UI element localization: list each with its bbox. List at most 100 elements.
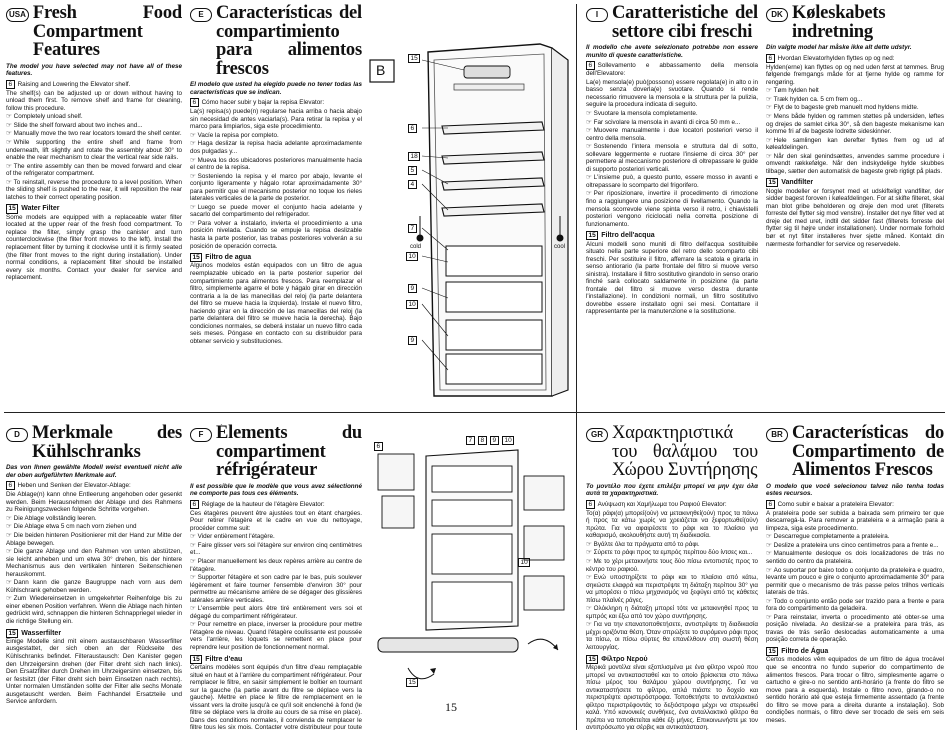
step: Placer manuellement les deux repères arr… xyxy=(190,558,362,573)
item-number: 15 xyxy=(6,204,19,214)
item-heading: Wasserfilter xyxy=(21,629,62,637)
item-number: 6 xyxy=(766,53,775,63)
section-intro: Το μοντέλο που έχετε επιλέξει μπορεί να … xyxy=(586,482,758,498)
callout-15: 15 xyxy=(408,54,421,64)
step: Muovere manualmente i due locatori poste… xyxy=(586,127,758,142)
callout-10: 10 xyxy=(518,558,531,568)
step: Pour remettre en place, inverser la proc… xyxy=(190,621,362,651)
item-number: 6 xyxy=(586,499,595,509)
callout-4: 4 xyxy=(408,180,417,190)
section-title: Køleskabets indretning xyxy=(792,4,886,42)
step: Die Ablage etwa 5 cm nach vorn ziehen un… xyxy=(6,523,182,531)
step: Flyt de to bageste greb manuelt mod hyld… xyxy=(766,104,944,112)
step: Die beiden hinteren Positionierer mit de… xyxy=(6,532,182,547)
paragraph: Einige Modelle sind mit einem austauschb… xyxy=(6,637,182,706)
step: L'ensemble peut alors être tiré entièrem… xyxy=(190,605,362,620)
item-number: 6 xyxy=(6,79,15,89)
step: L'insieme può, a questo punto, essere mo… xyxy=(586,174,758,189)
step: Die ganze Ablage und den Rahmen von unte… xyxy=(6,548,182,578)
step: Manualmente desloque os dois localizador… xyxy=(766,550,944,565)
section-intro: Das von Ihnen gewählte Modell weist even… xyxy=(6,464,182,479)
step: Completely unload shelf. xyxy=(6,113,182,121)
step: Ao suportar por baixo todo o conjunto da… xyxy=(766,567,944,597)
callout-8: 8 xyxy=(478,436,487,446)
step: Descarregue completamente a prateleira. xyxy=(766,533,944,541)
language-badge: E xyxy=(190,8,212,22)
item-heading: Water Filter xyxy=(21,205,60,213)
paragraph: Μερικά μοντέλα είναι εξοπλισμένα με ένα … xyxy=(586,663,758,730)
callout-15: 15 xyxy=(406,678,419,688)
step: To reinstall, reverse the procedure to a… xyxy=(6,179,182,202)
item-number: 6 xyxy=(766,499,775,509)
paragraph: Hylden(erne) kan flyttes op og ned uden … xyxy=(766,63,944,86)
callout-6: 6 xyxy=(374,442,383,452)
step: Die Ablage vollständig leeren. xyxy=(6,515,182,523)
callout-9: 9 xyxy=(490,436,499,446)
cold-label: cold xyxy=(410,244,422,250)
language-badge: F xyxy=(190,428,212,442)
item-heading: Raising and Lowering the Elevator shelf. xyxy=(17,80,131,88)
step: Tøm hylden helt xyxy=(766,87,944,95)
item-number: 6 xyxy=(586,61,595,71)
step: Slide the shelf forward about two inches… xyxy=(6,122,182,130)
section-greek: GR Χαρακτηριστικά του θαλάμου του Χώρου Σ… xyxy=(586,424,758,730)
diagram-box-label: B xyxy=(376,62,386,78)
item-number: 6 xyxy=(190,98,199,108)
step: Σύρετε το ράφι προς τα εμπρός περίπου δύ… xyxy=(586,549,758,557)
paragraph: Algunos modelos están equipados con un f… xyxy=(190,262,362,345)
item-number: 15 xyxy=(586,654,599,664)
step: Mueva los dos ubicadores posteriores man… xyxy=(190,157,362,172)
step: Sostenendo l'intera mensola e struttura … xyxy=(586,143,758,173)
step: Βγάλτε όλα τα πράγματα από το ράφι. xyxy=(586,541,758,549)
step: Faire glisser vers soi l'étagère sur env… xyxy=(190,542,362,557)
fold-divider xyxy=(576,4,577,730)
paragraph: Some models are equipped with a replacea… xyxy=(6,213,182,282)
item-heading: Como subir e baixar a prateleira Elevato… xyxy=(777,500,894,508)
item-heading: Cómo hacer subir y bajar la repisa Eleva… xyxy=(201,99,325,107)
section-title: Χαρακτηριστικά του θαλάμου του Χώρου Συν… xyxy=(612,424,758,480)
paragraph: Ces étagères peuvent être ajustées tout … xyxy=(190,509,362,532)
item-heading: Ανύψωση και Χαμήλωμα του Ραφιού Elevator… xyxy=(597,500,727,508)
section-intro: Il modello che avete selezionato potrebb… xyxy=(586,44,758,59)
paragraph: Die Ablage(n) kann ohne Entleerung angeh… xyxy=(6,491,182,514)
section-spanish: E Características del compartimiento para… xyxy=(190,4,362,360)
item-heading: Filtre d'eau xyxy=(205,655,243,663)
language-badge: GR xyxy=(586,428,608,442)
item-number: 6 xyxy=(6,481,15,491)
callout-9: 9 xyxy=(408,284,417,294)
item-heading: Filtro de agua xyxy=(205,254,252,262)
item-number: 15 xyxy=(766,178,779,188)
item-heading: Φίλτρο Νερού xyxy=(601,655,648,663)
cool-label: cool xyxy=(554,244,566,250)
callout-5: 5 xyxy=(408,166,417,176)
step: While supporting the entire shelf and fr… xyxy=(6,139,182,162)
step: Vider entièrement l'étagère. xyxy=(190,533,362,541)
item-heading: Heben und Senken der Elevator-Ablage: xyxy=(17,482,131,490)
callout-6: 6 xyxy=(408,124,417,134)
paragraph: A prateleira pode ser subida a baixada s… xyxy=(766,509,944,532)
refrigerator-illustration xyxy=(369,43,569,397)
step: Per riposizionare, invertire il procedim… xyxy=(586,190,758,228)
step: Todo o conjunto então pode ser trazido p… xyxy=(766,598,944,613)
language-badge: BR xyxy=(766,428,788,442)
paragraph: Certos modelos vêm equipados de um filtr… xyxy=(766,656,944,724)
callout-10: 10 xyxy=(406,300,419,310)
step: Dann kann die ganze Baugruppe nach vorn … xyxy=(6,579,182,594)
item-heading: Filtro dell'acqua xyxy=(601,232,655,240)
paragraph: Nogle modeller er forsynet med et udskif… xyxy=(766,187,944,248)
section-intro: The model you have selected may not have… xyxy=(6,62,182,78)
step: Luego se puede mover el conjunto hacia a… xyxy=(190,204,362,219)
callout-9: 9 xyxy=(408,336,417,346)
section-intro: Din valgte model har måske ikke alt dett… xyxy=(766,44,912,51)
item-number: 15 xyxy=(190,253,203,263)
item-heading: Sollevamento e abbassamento della mensol… xyxy=(586,62,758,78)
horizontal-divider xyxy=(4,412,945,413)
shelf-detail-illustration xyxy=(377,449,565,680)
section-title: Características del compartimiento para … xyxy=(216,4,362,79)
step: Para volver a instalarlo, invierta el pr… xyxy=(190,220,362,250)
